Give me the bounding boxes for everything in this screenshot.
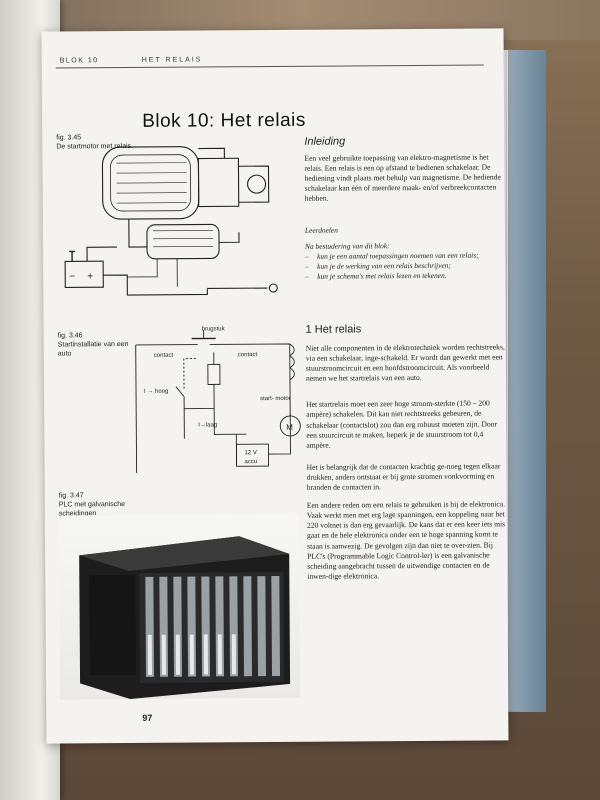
label-motor: M — [286, 423, 293, 432]
figure-number: fig. 3.47 — [58, 492, 84, 500]
starter-circuit-schematic: brugstuk contact contact I → hoog I→laag… — [135, 326, 301, 473]
starter-motor-drawing: − + — [64, 146, 278, 296]
running-header-title: HET RELAIS — [141, 56, 203, 64]
goals-heading: Leerdoelen — [304, 225, 338, 235]
label-i-hoog: I → hoog — [144, 389, 168, 395]
intro-paragraph: Een veel gebruikte toepassing van elektr… — [304, 152, 504, 212]
paragraph: Niet alle componenten in de elektrotechn… — [305, 342, 505, 384]
label-accu: accu — [245, 459, 258, 465]
goals-list: kun je een aantal toepassingen noemen va… — [305, 250, 510, 281]
label-accu-voltage: 12 V — [244, 450, 256, 456]
label-contact-right: contact — [238, 352, 258, 358]
plc-rack-illustration — [79, 536, 291, 700]
intro-text: Een veel gebruikte toepassing van elektr… — [304, 152, 501, 204]
label-brugstuk: brugstuk — [202, 326, 226, 332]
page-title: Blok 10: Het relais — [142, 109, 306, 132]
goal-item: kun je schema's met relais lezen en teke… — [305, 270, 510, 281]
running-header-block: BLOK 10 — [59, 57, 99, 65]
figure-caption-text: Startinstallatie van een auto — [57, 341, 129, 358]
paragraph: Het startrelais moet een zeer hoge stroo… — [306, 398, 498, 450]
paragraph: Een andere reden om een relais te gebrui… — [306, 499, 506, 581]
svg-text:+: + — [87, 271, 93, 282]
svg-text:−: − — [69, 271, 75, 282]
book-page: BLOK 10 HET RELAIS Blok 10: Het relais f… — [41, 28, 510, 744]
label-startmotor: start- motor — [260, 396, 291, 402]
header-rule — [55, 64, 484, 69]
page-number: 97 — [142, 712, 153, 723]
figure-number: fig. 3.46 — [57, 332, 83, 340]
section-heading-intro: Inleiding — [304, 135, 346, 148]
section-heading-1: 1 Het relais — [305, 323, 362, 336]
label-contact-left: contact — [154, 353, 174, 359]
figure-caption-346: fig. 3.46 Startinstallatie van een auto — [58, 331, 136, 359]
learning-goals: Leerdoelen Na bestudering van dit blok: … — [305, 224, 510, 281]
paragraph: Het is belangrijk dat de contacten krach… — [306, 461, 501, 492]
label-i-laag: I→laag — [198, 422, 217, 428]
section1-body: Niet alle componenten in de elektrotechn… — [306, 342, 508, 589]
plc-photo — [58, 513, 301, 700]
